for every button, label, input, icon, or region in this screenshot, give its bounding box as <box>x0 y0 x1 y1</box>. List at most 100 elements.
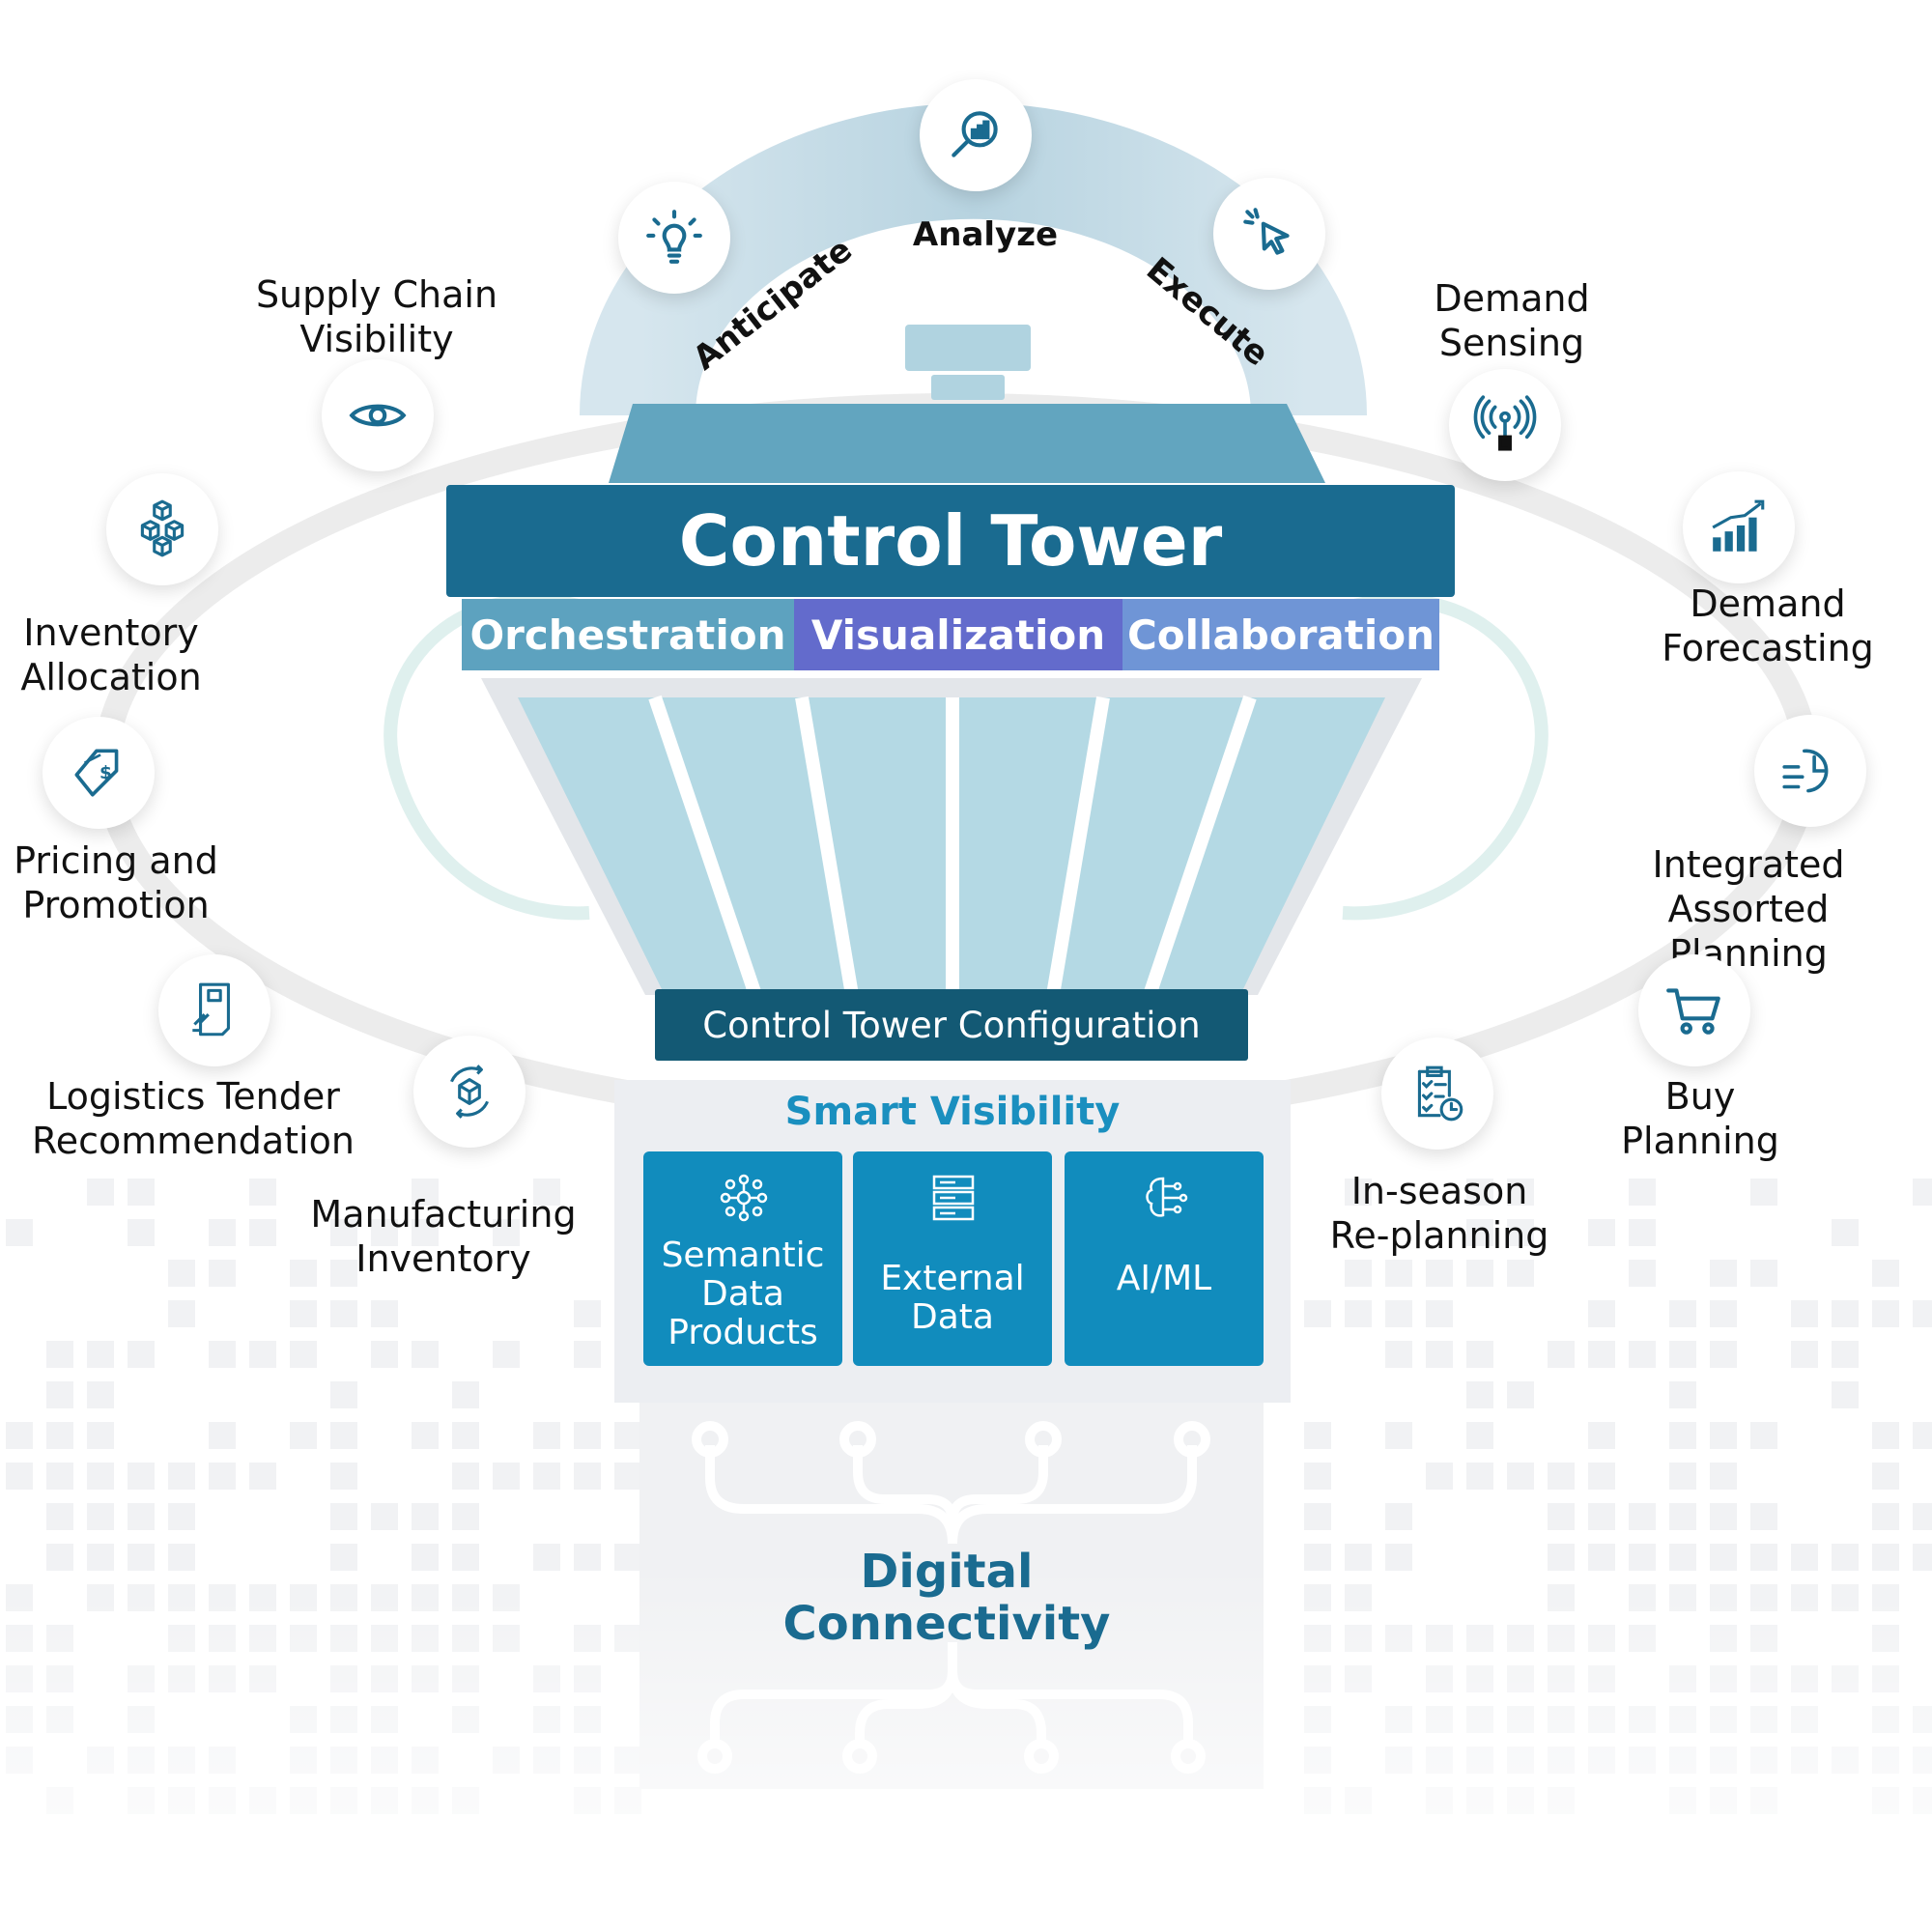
pixel-grid-cell <box>1507 1219 1534 1246</box>
pixel-grid-cell <box>1669 1463 1696 1490</box>
pixel-grid-cell <box>1466 1260 1493 1287</box>
tower-roof <box>609 404 1325 483</box>
pixel-grid-cell <box>1750 1503 1777 1530</box>
pixel-grid-cell <box>330 1219 357 1246</box>
server-stack-icon <box>932 1175 975 1221</box>
pixel-grid-cell <box>1426 1341 1453 1368</box>
label-logistics-tender-recommendation: Logistics Tender Recommendation <box>32 1075 355 1162</box>
box-cycle-icon <box>450 1065 489 1119</box>
pixel-grid-cell <box>412 1503 439 1530</box>
pixel-grid-cell <box>1629 1179 1656 1206</box>
pixel-grid-cell <box>46 1463 73 1490</box>
pixel-grid-cell <box>330 1463 357 1490</box>
buy-planning-circle <box>1638 954 1750 1066</box>
lightbulb-icon <box>646 210 702 264</box>
shopping-cart-icon <box>1666 988 1720 1035</box>
boxes-icon <box>140 499 185 557</box>
pixel-grid-cell <box>1913 1422 1932 1449</box>
pixel-grid-cell <box>1507 1381 1534 1408</box>
pixel-grid-cell <box>1872 1300 1899 1327</box>
pixel-grid-cell <box>1548 1463 1575 1490</box>
pixel-grid-cell <box>1669 1381 1696 1408</box>
pixel-grid-cell <box>1832 1381 1859 1408</box>
pixel-grid-cell <box>371 1300 398 1327</box>
pixel-grid-cell <box>290 1422 317 1449</box>
pixel-grid-cell <box>1466 1219 1493 1246</box>
pixel-grid-cell <box>87 1381 114 1408</box>
pixel-grid-cell <box>1385 1341 1412 1368</box>
pixel-grid-cell <box>452 1463 479 1490</box>
pixel-grid-cell <box>1750 1179 1777 1206</box>
pixel-grid-cell <box>1872 1422 1899 1449</box>
pixel-grid-cell <box>1304 1503 1331 1530</box>
pixel-grid-cell <box>46 1422 73 1449</box>
pixel-grid-cell <box>128 1219 155 1246</box>
pixel-grid-cell <box>371 1219 398 1246</box>
pixel-grid-cell <box>330 1381 357 1408</box>
pixel-grid-cell <box>1750 1422 1777 1449</box>
card-semantic-data-products: Semantic Data Products <box>643 1151 842 1366</box>
anticipate-icon-circle <box>618 182 730 294</box>
card-label-external-data: External Data <box>880 1259 1025 1337</box>
network-nodes-icon <box>720 1174 768 1222</box>
pixel-grid-cell <box>1588 1503 1615 1530</box>
pixel-grid-cell <box>1629 1503 1656 1530</box>
pixel-grid-cell <box>87 1503 114 1530</box>
pixel-grid-cell <box>290 1300 317 1327</box>
pixel-grid-cell <box>46 1503 73 1530</box>
pixel-grid-cell <box>1466 1381 1493 1408</box>
pixel-grid-cell <box>1872 1260 1899 1287</box>
pixel-grid-cell <box>371 1341 398 1368</box>
analyze-icon-circle <box>920 79 1032 191</box>
control-tower-title: Control Tower <box>446 485 1455 597</box>
pixel-grid-cell <box>6 1422 33 1449</box>
pixel-grid-cell <box>1710 1300 1737 1327</box>
pixel-grid-cell <box>1710 1341 1737 1368</box>
pixel-grid-cell <box>1426 1300 1453 1327</box>
pixel-grid-cell <box>1345 1179 1372 1206</box>
pixel-grid-cell <box>87 1179 114 1206</box>
pixel-grid-cell <box>1426 1463 1453 1490</box>
pixel-grid-cell <box>1588 1463 1615 1490</box>
pixel-grid-cell <box>1710 1422 1737 1449</box>
pixel-grid-cell <box>493 1463 520 1490</box>
brain-circuit-icon <box>1146 1177 1188 1217</box>
band-visualization: Visualization <box>794 599 1122 670</box>
pixel-grid-cell <box>493 1341 520 1368</box>
pixel-grid-cell <box>614 1463 641 1490</box>
pixel-grid-cell <box>330 1503 357 1530</box>
pixel-grid-cell <box>87 1341 114 1368</box>
pixel-grid-cell <box>249 1219 276 1246</box>
pixel-grid-cell <box>168 1300 195 1327</box>
label-pricing-promotion: Pricing and Promotion <box>14 839 218 926</box>
pixel-grid-cell <box>493 1219 520 1246</box>
pixel-grid-cell <box>1669 1422 1696 1449</box>
pixel-grid-cell <box>1466 1179 1493 1206</box>
pixel-grid-cell <box>1304 1463 1331 1490</box>
pixel-grid-cell <box>87 1422 114 1449</box>
pixel-grid-cell <box>1304 1422 1331 1449</box>
pixel-grid-cell <box>209 1219 236 1246</box>
pixel-grid-cell <box>209 1260 236 1287</box>
magnifier-chart-icon <box>952 111 998 157</box>
pixel-grid-cell <box>1832 1219 1859 1246</box>
pixel-grid-cell <box>574 1422 601 1449</box>
cursor-click-icon <box>1243 208 1290 255</box>
execute-icon-circle <box>1213 178 1325 290</box>
pixel-grid-cell <box>128 1503 155 1530</box>
label-in-season-replanning: In-season Re-planning <box>1329 1170 1549 1257</box>
circuit-lines-top <box>692 1421 1210 1545</box>
pixel-grid-cell <box>46 1381 73 1408</box>
inventory-allocation-circle <box>106 473 218 585</box>
pixel-grid-cell <box>6 1463 33 1490</box>
card-label-semantic-data-products: Semantic Data Products <box>661 1236 825 1352</box>
label-inventory-allocation: Inventory Allocation <box>20 611 202 698</box>
card-label-ai-ml: AI/ML <box>1116 1259 1212 1298</box>
price-tag-icon: $ <box>74 749 119 797</box>
pixel-grid-cell <box>1345 1300 1372 1327</box>
clock-list-icon <box>1782 749 1829 793</box>
demand-forecasting-circle <box>1683 471 1795 583</box>
pixel-grid-cell <box>1466 1422 1493 1449</box>
pixel-grid-cell <box>1466 1463 1493 1490</box>
clipboard-clock-icon <box>1417 1065 1463 1122</box>
